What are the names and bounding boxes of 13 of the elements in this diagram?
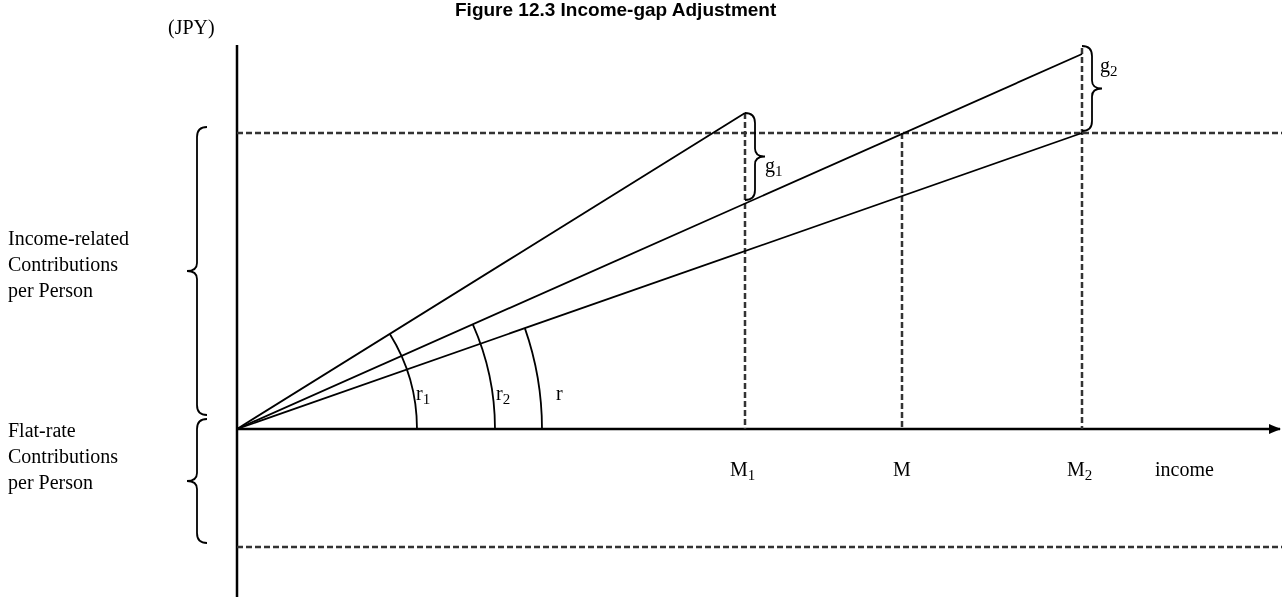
axis-label: M$_{2}$ bbox=[1067, 457, 1093, 482]
axis-label: income bbox=[1155, 457, 1214, 482]
axis-label: M bbox=[893, 457, 911, 482]
axis-label: r$_{2}$ bbox=[496, 381, 511, 406]
axis-label: M$_{1}$ bbox=[730, 457, 756, 482]
figure-title: Figure 12.3 Income-gap Adjustment bbox=[455, 0, 777, 19]
axis-label: Flat-rate Contributions per Person bbox=[8, 418, 119, 495]
axis-label: g$_{2}$ bbox=[1100, 53, 1118, 78]
axis-label: r bbox=[556, 381, 563, 406]
axis-label: r$_{1}$ bbox=[416, 381, 431, 406]
axis-label: (JPY) bbox=[168, 15, 215, 40]
axis-label: Income-related Contributions per Person bbox=[8, 226, 131, 303]
axis-label: g$_{1}$ bbox=[765, 153, 783, 178]
